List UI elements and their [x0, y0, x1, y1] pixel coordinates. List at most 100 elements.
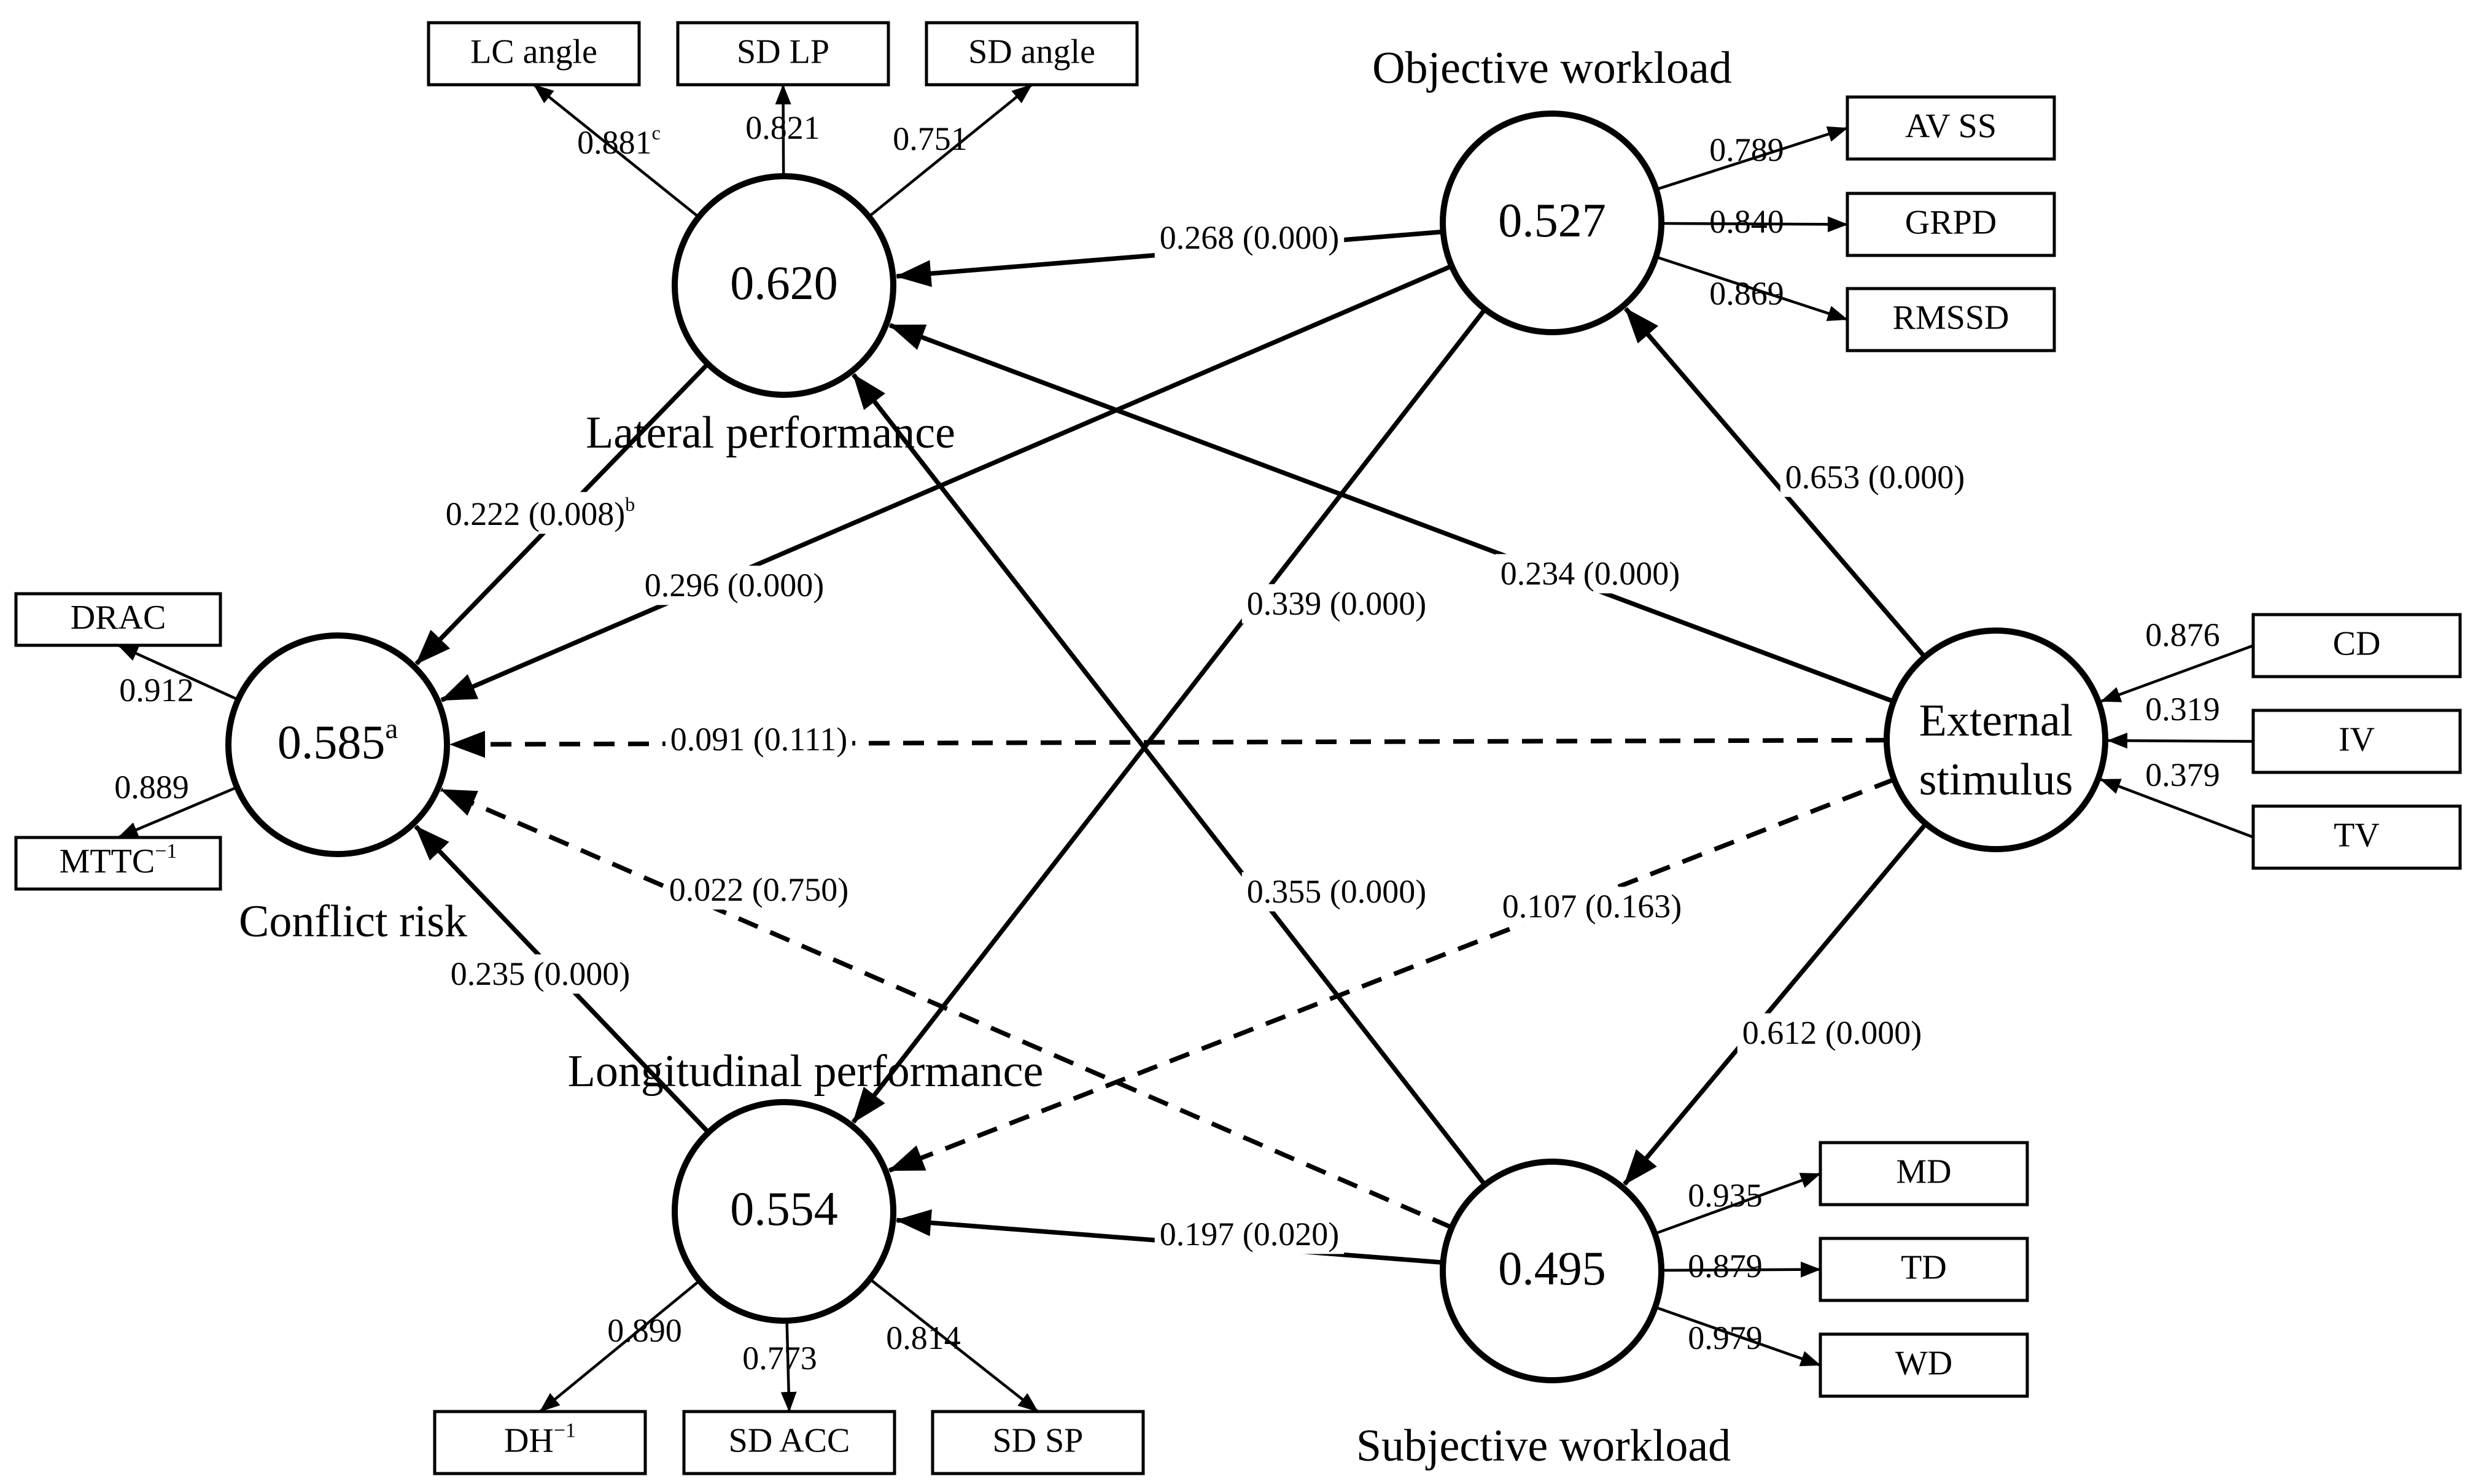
path-arrow-objective-conflict — [440, 263, 1453, 702]
indicator-label-rmssd: RMSSD — [1893, 298, 2009, 336]
loading-value-av-ss: 0.789 — [1709, 131, 1784, 168]
indicator-box-sd-sp — [931, 1410, 1145, 1475]
loading-arrow-av-ss — [1655, 126, 1848, 191]
path-coef-bg — [1154, 218, 1345, 258]
path-coef-objective-longitudinal: 0.339 (0.000) — [1247, 585, 1426, 622]
indicator-label-cd: CD — [2333, 624, 2381, 662]
loading-arrow-grpd — [1661, 216, 1848, 233]
loading-arrow-lc-angle — [533, 84, 700, 219]
loading-value-wd: 0.979 — [1688, 1319, 1763, 1356]
loading-value-md: 0.935 — [1688, 1177, 1763, 1214]
latent-name-external: External — [1919, 696, 2073, 746]
path-coef-lateral-conflict: 0.222 (0.008)b — [446, 493, 635, 532]
indicator-label-drac: DRAC — [71, 599, 166, 637]
indicator-label-tv: TV — [2334, 816, 2380, 854]
indicator-box-sd-lp — [676, 21, 890, 87]
indicator-label-sd-sp: SD SP — [993, 1421, 1084, 1459]
indicator-label-lc-angle: LC angle — [470, 33, 597, 71]
latent-r2-lateral: 0.620 — [730, 256, 838, 309]
latent-circle-lateral — [672, 173, 896, 398]
path-coef-external-longitudinal: 0.107 (0.163) — [1502, 888, 1682, 925]
latent-name-conflict: Conflict risk — [239, 896, 467, 947]
indicator-label-md: MD — [1896, 1152, 1951, 1191]
loading-arrow-sd-sp — [869, 1278, 1039, 1413]
path-coef-bg — [1241, 584, 1432, 624]
indicator-label-sd-acc: SD ACC — [729, 1421, 850, 1459]
indicator-box-mttc — [14, 836, 222, 891]
loading-arrow-wd — [1655, 1305, 1821, 1367]
indicator-box-av-ss — [1846, 95, 2056, 161]
path-arrow-external-objective — [1624, 307, 1927, 659]
path-coef-longitudinal-conflict: 0.235 (0.000) — [451, 955, 630, 992]
path-arrow-subjective-conflict — [440, 787, 1453, 1230]
indicator-box-iv — [2251, 709, 2462, 774]
indicator-box-td — [1819, 1237, 2029, 1302]
loading-value-sd-acc: 0.773 — [742, 1340, 817, 1377]
loading-arrow-mttc — [117, 786, 238, 839]
indicator-label-sd-angle: SD angle — [968, 33, 1095, 71]
path-arrow-external-longitudinal — [888, 777, 1895, 1173]
latent-r2-longitudinal: 0.554 — [730, 1182, 838, 1235]
loading-arrow-md — [1654, 1172, 1821, 1235]
path-coef-external-conflict: 0.091 (0.111) — [670, 721, 847, 758]
loading-value-drac: 0.912 — [119, 672, 194, 709]
path-coef-subjective-longitudinal: 0.197 (0.020) — [1160, 1216, 1339, 1253]
path-coef-bg — [440, 492, 640, 534]
loading-value-td: 0.879 — [1688, 1248, 1763, 1284]
latent-r2-subjective: 0.495 — [1498, 1241, 1606, 1295]
path-coef-bg — [445, 954, 635, 994]
path-arrow-subjective-lateral — [852, 373, 1487, 1186]
loading-arrow-rmssd — [1655, 255, 1848, 321]
loading-arrow-dh — [539, 1280, 701, 1413]
latent-circle-longitudinal — [672, 1099, 896, 1324]
indicator-label-wd: WD — [1895, 1344, 1952, 1382]
indicator-box-wd — [1819, 1332, 2029, 1398]
loading-value-dh: 0.890 — [607, 1312, 682, 1349]
indicator-label-sd-lp: SD LP — [737, 33, 829, 71]
latent-name-external: stimulus — [1919, 755, 2073, 805]
loading-value-iv: 0.319 — [2145, 691, 2220, 728]
path-coef-subjective-lateral: 0.355 (0.000) — [1247, 873, 1426, 910]
path-coef-bg — [1497, 887, 1687, 927]
path-coef-external-subjective: 0.612 (0.000) — [1742, 1014, 1922, 1051]
path-coef-external-lateral: 0.234 (0.000) — [1500, 555, 1680, 592]
loading-value-sd-sp: 0.814 — [886, 1319, 961, 1356]
path-coef-bg — [1495, 554, 1685, 594]
path-coef-external-objective: 0.653 (0.000) — [1785, 459, 1965, 495]
indicator-label-td: TD — [1901, 1248, 1947, 1286]
path-coef-bg — [1780, 457, 1970, 497]
indicator-box-drac — [14, 592, 222, 647]
loading-value-lc-angle: 0.881c — [577, 122, 661, 161]
indicator-label-grpd: GRPD — [1905, 203, 1997, 241]
latent-circle-conflict — [225, 632, 450, 857]
latent-name-objective: Objective workload — [1372, 43, 1732, 93]
latent-name-longitudinal: Longitudinal performance — [568, 1046, 1044, 1097]
path-coef-bg — [1241, 872, 1432, 912]
indicator-label-mttc: MTTC−1 — [60, 840, 177, 880]
loading-arrow-sd-angle — [868, 84, 1033, 218]
indicator-label-av-ss: AV SS — [1905, 107, 1997, 145]
latent-r2-conflict: 0.585a — [278, 713, 398, 769]
path-coef-bg — [1737, 1013, 1927, 1053]
path-coef-bg — [665, 720, 853, 759]
path-coef-bg — [1154, 1214, 1345, 1254]
path-arrow-external-subjective — [1623, 822, 1928, 1186]
loading-value-rmssd: 0.869 — [1709, 275, 1784, 312]
loading-arrow-drac — [117, 643, 239, 701]
latent-circle-objective — [1440, 111, 1664, 335]
indicator-box-md — [1819, 1141, 2029, 1206]
loading-arrow-iv — [2106, 732, 2254, 749]
path-arrow-objective-longitudinal — [851, 308, 1487, 1124]
indicator-box-dh — [433, 1410, 647, 1475]
indicator-box-grpd — [1846, 192, 2056, 257]
indicator-box-sd-angle — [925, 21, 1139, 87]
latent-name-subjective: Subjective workload — [1356, 1421, 1731, 1471]
loading-value-grpd: 0.840 — [1709, 203, 1784, 240]
loading-arrow-sd-lp — [775, 84, 791, 177]
latent-circle-external — [1884, 627, 2108, 852]
indicator-box-rmssd — [1846, 287, 2056, 352]
loading-value-sd-lp: 0.821 — [745, 109, 820, 146]
loading-value-mttc: 0.889 — [114, 769, 189, 806]
latent-r2-objective: 0.527 — [1498, 193, 1606, 247]
